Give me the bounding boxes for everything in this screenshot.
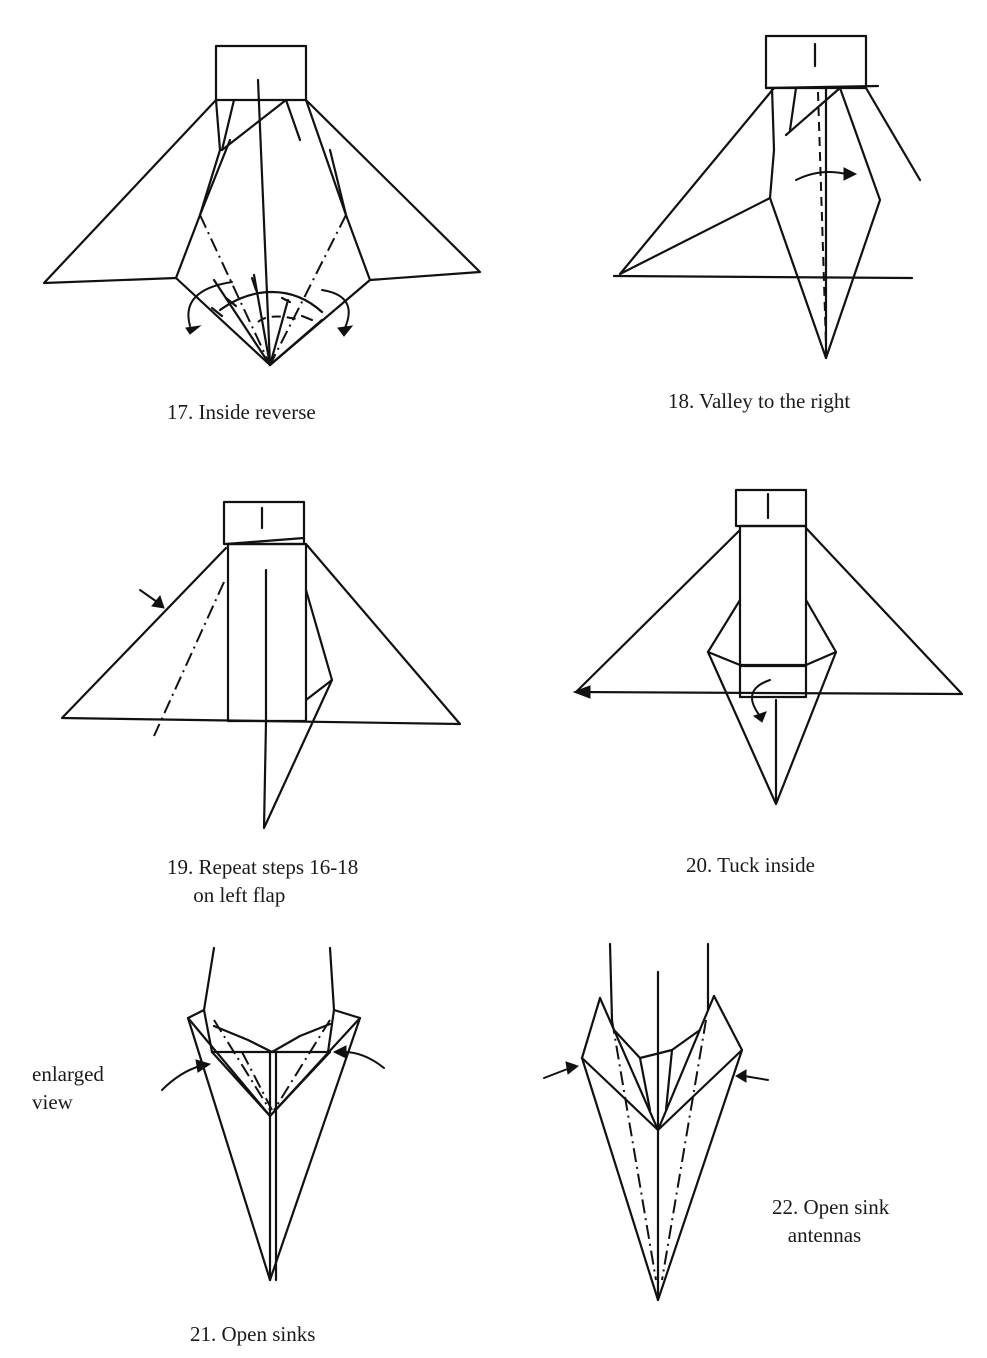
step-21-caption: 21. Open sinks [190, 1322, 316, 1346]
enlarged-view-line1: enlarged [32, 1062, 104, 1086]
step-18-caption: 18. Valley to the right [668, 389, 851, 413]
step-17-top-block [214, 44, 308, 102]
step-17-caption: 17. Inside reverse [167, 400, 316, 424]
step-20-caption: 20. Tuck inside [686, 853, 815, 877]
step-22-caption: 22. Open sink antennas [772, 1195, 890, 1247]
enlarged-view-note: enlarged view [32, 1060, 104, 1116]
step-17-right-wing [304, 98, 482, 282]
step-17-left-wing [42, 98, 218, 285]
enlarged-view-line2: view [32, 1090, 73, 1114]
step-19-caption: 19. Repeat steps 16-18 on left flap [167, 855, 359, 907]
